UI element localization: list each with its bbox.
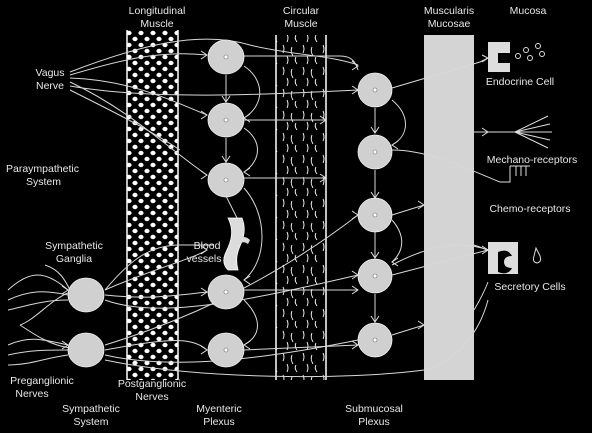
label-blood-1: Blood: [194, 240, 221, 252]
label-preganglionic-2: Nerves: [15, 388, 48, 400]
label-vagus-2: Nerve: [36, 80, 64, 92]
submucosal-neurons: [357, 72, 393, 358]
label-parasympathetic-1: Paraympathetic: [6, 163, 79, 175]
label-postganglionic-2: Nerves: [135, 391, 168, 403]
label-circular-1: Circular: [283, 5, 320, 17]
sympathetic-ganglia: [67, 277, 105, 368]
label-mechano: Mechano-receptors: [487, 154, 577, 166]
label-circular-2: Muscle: [284, 18, 317, 30]
label-chemo: Chemo-receptors: [489, 203, 570, 215]
label-vagus-1: Vagus: [36, 67, 65, 79]
label-preganglionic-1: Preganglionic: [10, 375, 74, 387]
label-parasympathetic-2: System: [26, 176, 61, 188]
label-submucosal-2: Plexus: [358, 416, 390, 428]
labels: Longitudinal Muscle Circular Muscle Musc…: [6, 5, 577, 428]
circular-muscle-layer: [275, 35, 327, 380]
label-symp-ganglia-1: Sympathetic: [45, 240, 103, 252]
mechano-receptor-icon: [488, 115, 552, 149]
label-mucosa: Mucosa: [510, 5, 547, 17]
label-longitudinal-2: Muscle: [140, 18, 173, 30]
label-blood-2: vessels: [186, 253, 221, 265]
label-myenteric-1: Myenteric: [196, 403, 242, 415]
label-symp-system-1: Sympathetic: [62, 403, 120, 415]
label-symp-ganglia-2: Ganglia: [56, 253, 92, 265]
myenteric-neurons: [207, 39, 245, 368]
endocrine-cell-icon: [488, 42, 545, 72]
label-endocrine: Endocrine Cell: [486, 76, 554, 88]
label-submucosal-1: Submucosal: [345, 403, 403, 415]
muscularis-mucosae-band: [424, 35, 474, 380]
label-secretory: Secretory Cells: [494, 281, 565, 293]
label-myenteric-2: Plexus: [203, 416, 235, 428]
label-muscularis-1: Muscularis: [424, 5, 474, 17]
label-longitudinal-1: Longitudinal: [129, 5, 186, 17]
secretory-cell-icon: [488, 242, 542, 274]
label-postganglionic-1: Postganglionic: [118, 378, 186, 390]
chemo-receptor-icon: [500, 165, 530, 183]
longitudinal-muscle-layer: [126, 30, 179, 380]
label-symp-system-2: System: [73, 416, 108, 428]
label-muscularis-2: Mucosae: [428, 18, 471, 30]
blood-vessel-icon: [223, 217, 250, 271]
